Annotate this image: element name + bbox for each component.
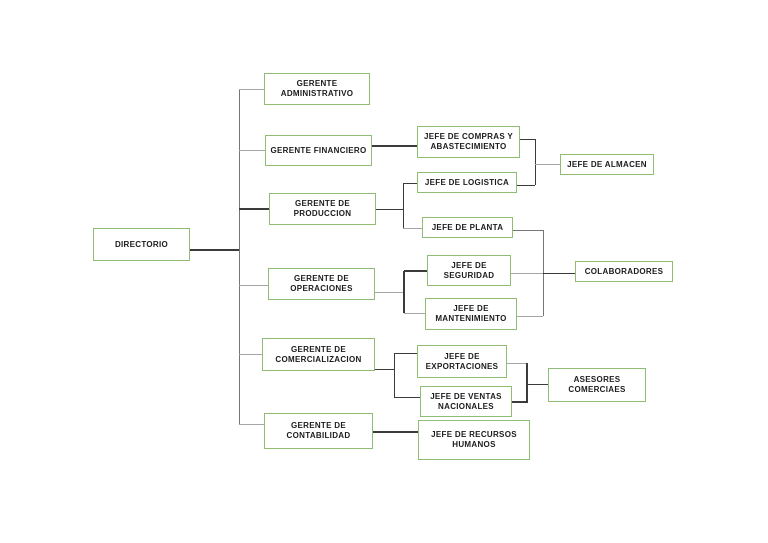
connector-line (506, 362, 527, 364)
connector-line (394, 352, 417, 354)
org-node-label: JEFE DE RECURSOS (431, 430, 517, 439)
org-node-label: JEFE DE (444, 351, 480, 361)
connector-line (373, 368, 394, 370)
org-node-directorio: DIRECTORIO (93, 228, 190, 261)
org-node-label: ABASTECIMIENTO (430, 142, 507, 151)
org-node-label: SEGURIDAD (443, 270, 495, 280)
org-node-label: JEFE DE COMPRAS Y (424, 132, 513, 141)
org-node-label: JEFE DE PLANTA (431, 222, 504, 232)
org-node-jefe-logistica: JEFE DE LOGISTICA (417, 172, 517, 193)
connector-line (404, 312, 425, 314)
org-node-jefe-almacen: JEFE DE ALMACEN (560, 154, 654, 175)
connector-line (239, 208, 269, 210)
connector-line (376, 208, 403, 210)
connector-line (190, 249, 239, 251)
org-node-label: CONTABILIDAD (286, 431, 351, 440)
org-node-label: COMERCIAES (568, 385, 626, 394)
org-node-label: EXPORTACIONES (425, 361, 499, 371)
org-node-label: COMERCIALIZACION (275, 354, 362, 364)
connector-line (239, 353, 262, 355)
org-node-label: MANTENIMIENTO (435, 314, 507, 323)
org-node-label: GERENTE DE (290, 421, 346, 430)
connector-line (403, 182, 417, 184)
connector-line (375, 291, 404, 293)
org-node-label: OPERACIONES (290, 284, 353, 293)
connector-line (513, 229, 543, 231)
connector-line (239, 149, 265, 151)
org-node-label: JEFE DE ALMACEN (567, 159, 647, 169)
org-node-label: GERENTE FINANCIERO (270, 145, 367, 155)
org-node-label: GERENTE DE (294, 199, 350, 208)
connector-line (393, 353, 395, 397)
connector-line (403, 271, 405, 313)
connector-line (527, 383, 548, 385)
org-node-label: NACIONALES (438, 401, 494, 411)
org-node-label: JEFE DE VENTAS (430, 391, 502, 401)
connector-line (520, 138, 535, 140)
org-node-label: ASESORES (573, 375, 621, 384)
connector-line (543, 272, 575, 274)
connector-line (394, 396, 420, 398)
org-node-label: COLABORADORES (584, 266, 664, 276)
connector-line (512, 401, 527, 403)
connector-line (535, 163, 560, 165)
org-node-label: JEFE DE LOGISTICA (424, 177, 510, 187)
org-node-label: JEFE DE (451, 260, 487, 270)
org-node-gerente-financiero: GERENTE FINANCIERO (265, 135, 372, 166)
connector-line (402, 183, 404, 228)
org-node-colaboradores: COLABORADORES (575, 261, 673, 282)
connector-line (372, 145, 417, 147)
connector-line (373, 431, 418, 433)
connector-line (404, 270, 427, 272)
connector-line (516, 315, 543, 317)
connector-line (534, 139, 536, 185)
org-node-jefe-planta: JEFE DE PLANTA (422, 217, 513, 238)
org-node-label: DIRECTORIO (114, 239, 169, 249)
connector-line (403, 227, 422, 229)
connector-line (526, 363, 528, 403)
connector-line (239, 423, 264, 425)
org-node-label: GERENTE DE (293, 274, 349, 283)
connector-line (511, 272, 543, 274)
org-node-label: PRODUCCION (293, 209, 352, 218)
connector-line (238, 89, 240, 424)
org-node-label: ADMINISTRATIVO (280, 89, 354, 98)
connector-line (239, 284, 268, 286)
org-node-label: GERENTE DE (290, 344, 346, 354)
connector-line (517, 184, 535, 186)
org-node-label: GERENTE (296, 79, 338, 88)
org-node-label: JEFE DE (453, 304, 489, 313)
connector-line (239, 88, 264, 90)
org-node-label: HUMANOS (452, 440, 496, 449)
